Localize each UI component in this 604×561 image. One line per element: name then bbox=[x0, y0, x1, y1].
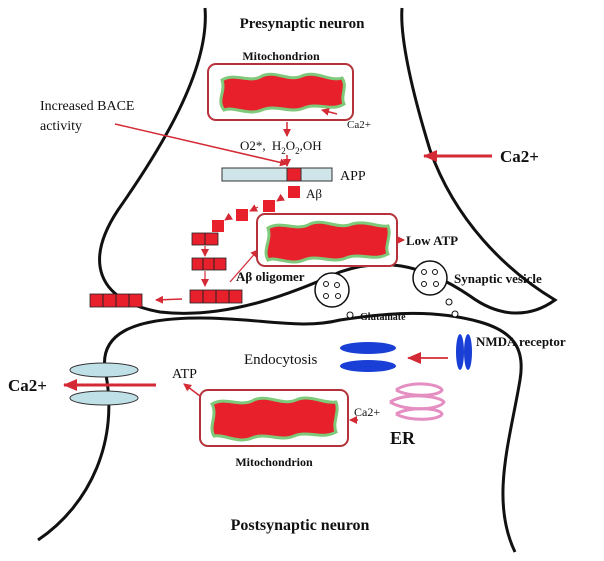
postsynaptic-label: Postsynaptic neuron bbox=[231, 517, 370, 534]
synaptic-vesicle-label: Synaptic vesicle bbox=[454, 271, 542, 286]
mitochondrion-top bbox=[207, 63, 354, 121]
mitochondrion-bottom-label: Mitochondrion bbox=[235, 455, 313, 469]
abeta-monomer bbox=[263, 200, 275, 212]
ca-right-label: Ca2+ bbox=[500, 147, 539, 166]
ca-top-mito-label: Ca2+ bbox=[347, 119, 371, 131]
nmda-receptor bbox=[456, 334, 472, 370]
presynaptic-membrane bbox=[98, 7, 558, 315]
oligomer-extracellular bbox=[89, 293, 143, 308]
synaptic-vesicle bbox=[412, 260, 448, 296]
synaptic-vesicle bbox=[314, 272, 350, 308]
oligomer-stack bbox=[189, 289, 243, 304]
presynaptic-label: Presynaptic neuron bbox=[240, 16, 366, 32]
low-atp-label: Low ATP bbox=[406, 233, 458, 248]
atp-label: ATP bbox=[172, 367, 197, 382]
abeta-monomer bbox=[236, 209, 248, 221]
abeta-oligomer-label: Aβ oligomer bbox=[236, 269, 305, 284]
ros-label: O2*, H2O2,OH bbox=[240, 138, 322, 156]
abeta-label: Aβ bbox=[306, 186, 322, 201]
increased-bace-label-line2: activity bbox=[40, 119, 82, 134]
endoplasmic-reticulum bbox=[389, 382, 446, 421]
glutamate-label: Glutamate bbox=[360, 312, 406, 323]
mitochondrion-bottom bbox=[199, 389, 349, 447]
increased-bace-label-line1: Increased BACE bbox=[40, 99, 134, 114]
endocytosed-receptor bbox=[340, 360, 396, 372]
calcium-channel bbox=[69, 362, 139, 406]
app-label: APP bbox=[340, 169, 366, 184]
mitochondrion-middle bbox=[256, 213, 398, 267]
glutamate-dot bbox=[451, 310, 459, 318]
oligomer-stack bbox=[191, 257, 227, 271]
abeta-monomer bbox=[288, 186, 300, 198]
oligomer-stack bbox=[191, 232, 219, 246]
glutamate-dot bbox=[346, 311, 354, 319]
glutamate-dot bbox=[445, 298, 453, 306]
endocytosed-receptor bbox=[340, 342, 396, 354]
ca-left-label: Ca2+ bbox=[8, 376, 47, 395]
mitochondrion-top-label: Mitochondrion bbox=[242, 49, 320, 63]
app-bar bbox=[221, 167, 333, 182]
ca-bottom-mito-label: Ca2+ bbox=[354, 405, 380, 419]
nmda-receptor-label: NMDA receptor bbox=[476, 334, 566, 349]
endocytosis-label: Endocytosis bbox=[244, 352, 317, 368]
er-label: ER bbox=[390, 428, 416, 448]
abeta-monomer bbox=[212, 220, 224, 232]
